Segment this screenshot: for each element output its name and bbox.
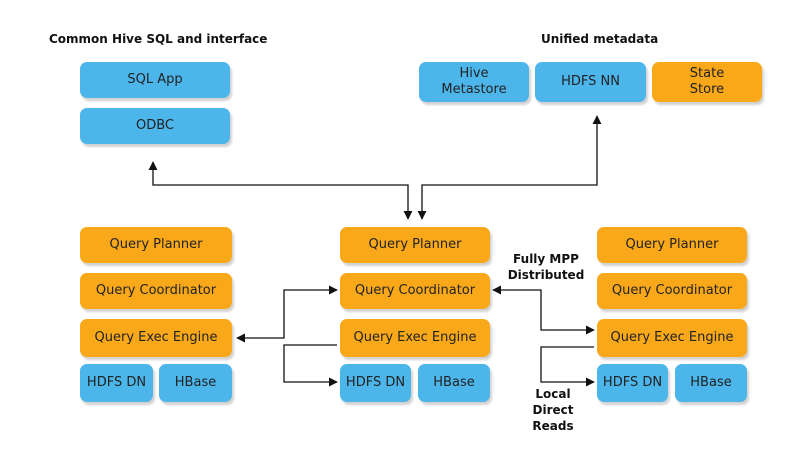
fully-mpp-note: Fully MPP Distributed — [503, 251, 589, 283]
center-to-metadata-arrow — [417, 115, 602, 220]
coordinator-to-right-exec-arrow — [492, 285, 595, 335]
odbc-to-center-arrow — [148, 161, 413, 220]
right-query-coordinator: Query Coordinator — [597, 273, 747, 309]
right-local-reads-arrow — [540, 346, 595, 387]
fully-mpp-line1: Fully MPP — [513, 252, 579, 266]
center-hdfs-dn: HDFS DN — [340, 364, 411, 402]
fully-mpp-line2: Distributed — [507, 268, 585, 283]
local-reads-line1: Local — [535, 387, 571, 401]
right-query-exec-engine: Query Exec Engine — [597, 319, 747, 357]
right-query-planner: Query Planner — [597, 227, 747, 263]
left-exec-to-coordinator-arrow — [236, 285, 338, 343]
left-hbase: HBase — [159, 364, 232, 402]
hive-metastore-line1: Hive — [459, 65, 489, 81]
center-query-exec-engine: Query Exec Engine — [340, 319, 490, 357]
left-query-coordinator: Query Coordinator — [80, 273, 232, 309]
state-store-line2: Store — [689, 82, 725, 97]
local-reads-line2: Direct Reads — [532, 403, 574, 434]
right-hdfs-dn: HDFS DN — [597, 364, 668, 402]
left-query-planner: Query Planner — [80, 227, 232, 263]
center-exec-to-hdfs-arrow — [283, 344, 338, 387]
local-direct-reads-note: Local Direct Reads — [510, 386, 596, 435]
odbc-box: ODBC — [80, 108, 230, 144]
unified-metadata-heading: Unified metadata — [541, 32, 659, 46]
right-hbase: HBase — [675, 364, 747, 402]
left-query-exec-engine: Query Exec Engine — [80, 319, 232, 357]
center-hbase: HBase — [418, 364, 490, 402]
hive-metastore-line2: Metastore — [441, 82, 507, 97]
center-query-coordinator: Query Coordinator — [340, 273, 490, 309]
center-query-planner: Query Planner — [340, 227, 490, 263]
sql-app-box: SQL App — [80, 62, 230, 98]
left-hdfs-dn: HDFS DN — [80, 364, 153, 402]
hdfs-nn-box: HDFS NN — [535, 62, 646, 102]
state-store-line1: State — [689, 65, 725, 81]
common-hive-heading: Common Hive SQL and interface — [49, 32, 268, 46]
